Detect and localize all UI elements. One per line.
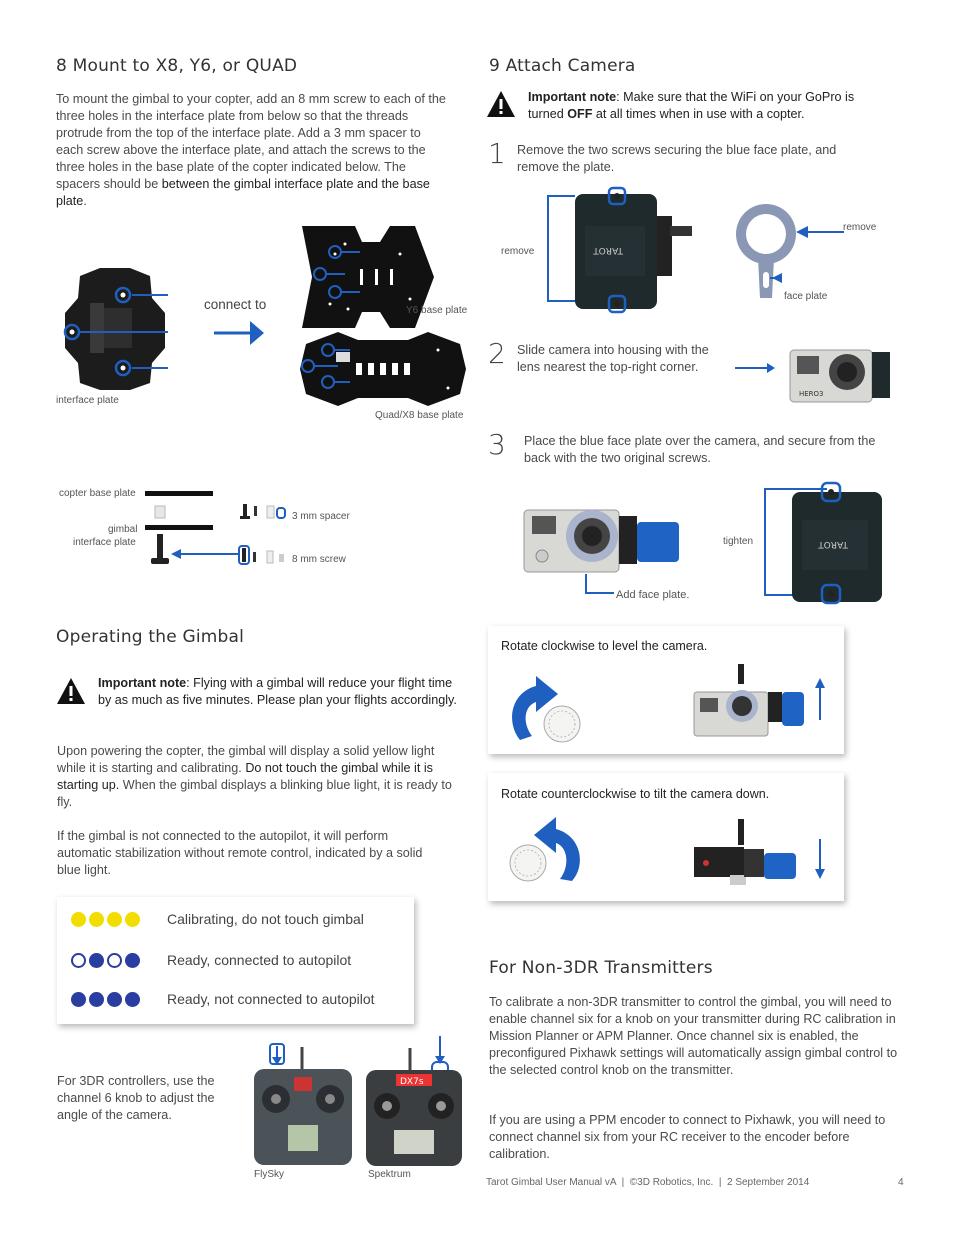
clockwise-arrow-icon xyxy=(512,676,581,743)
note-text2: at all times when in use with a copter. xyxy=(592,107,805,121)
flight-note-text: : Flying with a gimbal will reduce your … xyxy=(98,676,457,707)
blue-led-off-dot xyxy=(107,952,122,968)
step-3-number: 3 xyxy=(488,428,506,461)
flight-note-label: Important note xyxy=(98,676,187,690)
right-arrow-icon xyxy=(214,321,264,345)
quad-caption: Quad/X8 base plate xyxy=(375,410,464,421)
legend-dots-calibrating xyxy=(71,911,151,927)
camera-important-note: Important note: Make sure that the WiFi … xyxy=(528,89,878,123)
remove-left-label: remove xyxy=(501,246,535,257)
spektrum-controller-image: DX7s xyxy=(366,1036,462,1166)
camera-level-image xyxy=(693,664,825,737)
flysky-controller-image xyxy=(254,1043,352,1165)
legend-label-calibrating: Calibrating, do not touch gimbal xyxy=(167,911,364,927)
legend-dots-not-connected xyxy=(71,991,151,1007)
footer-text: Tarot Gimbal User Manual vA | ©3D Roboti… xyxy=(486,1177,810,1188)
camera-slide-image: HERO3 xyxy=(735,349,890,403)
page-number: 4 xyxy=(898,1177,904,1188)
step-1-text: Remove the two screws securing the blue … xyxy=(517,143,837,174)
legend-dots-connected xyxy=(71,952,151,968)
add-face-plate-label: Add face plate. xyxy=(616,589,690,601)
interface-plate-caption: interface plate xyxy=(56,395,119,406)
svg-text:HERO3: HERO3 xyxy=(799,390,824,398)
screw-label: 8 mm screw xyxy=(292,554,346,565)
rotate-clockwise-card: Rotate clockwise to level the camera. xyxy=(488,626,844,754)
rotate-counterclockwise-card: Rotate counterclockwise to tilt the came… xyxy=(488,773,844,901)
gimbal-label-line1: gimbal xyxy=(108,524,138,535)
section-9-title: 9 Attach Camera xyxy=(489,56,636,76)
rotate-counterclockwise-text: Rotate counterclockwise to tilt the came… xyxy=(501,787,770,801)
operating-p1-end: When the gimbal displays a blinking blue… xyxy=(57,778,452,809)
screw-stack-diagram xyxy=(145,491,286,565)
warning-icon-flight xyxy=(57,678,85,704)
legend-row-calibrating: Calibrating, do not touch gimbal xyxy=(71,911,364,927)
yellow-led-dot xyxy=(125,911,140,927)
yellow-led-dot xyxy=(107,911,122,927)
dx7s-label: DX7s xyxy=(400,1077,424,1087)
operating-title: Operating the Gimbal xyxy=(56,627,245,647)
blue-led-off-dot xyxy=(71,952,86,968)
yellow-led-dot xyxy=(89,911,104,927)
quad-base-plate-image xyxy=(300,332,466,406)
connect-to-label: connect to xyxy=(204,297,267,312)
non3dr-title: For Non-3DR Transmitters xyxy=(489,958,713,978)
legend-label-not-connected: Ready, not connected to autopilot xyxy=(167,991,375,1007)
legend-row-connected: Ready, connected to autopilot xyxy=(71,952,351,968)
interface-plate-image xyxy=(63,268,168,390)
step-3-text: Place the blue face plate over the camer… xyxy=(524,434,876,465)
operating-p1-emphasis: Do not touch the gimbal while it is star… xyxy=(57,761,433,792)
operating-paragraph-1: Upon powering the copter, the gimbal wil… xyxy=(57,743,452,811)
y6-caption: Y6 base plate xyxy=(406,305,468,316)
note-text1: : Make sure that the WiFi on your GoPro … xyxy=(528,90,855,121)
warning-icon xyxy=(487,91,515,117)
tighten-label: tighten xyxy=(723,536,754,547)
operating-paragraph-2: If the gimbal is not connected to the au… xyxy=(57,829,423,877)
note-label: Important note xyxy=(528,90,617,104)
spektrum-caption: Spektrum xyxy=(368,1169,411,1180)
section-8-title: 8 Mount to X8, Y6, or QUAD xyxy=(56,56,298,76)
gimbal-label-line2: interface plate xyxy=(73,537,136,548)
note-off: OFF xyxy=(567,107,593,121)
svg-text:TAROT: TAROT xyxy=(818,539,849,549)
blue-led-dot xyxy=(89,991,104,1007)
flysky-caption: FlySky xyxy=(254,1169,284,1180)
copter-base-plate-label: copter base plate xyxy=(59,488,136,499)
step-2-number: 2 xyxy=(488,337,506,370)
blue-led-dot xyxy=(71,991,86,1007)
controllers-text: For 3DR controllers, use the channel 6 k… xyxy=(57,1074,215,1122)
camera-tilt-down-image xyxy=(694,819,825,885)
y6-base-plate-image xyxy=(302,226,434,328)
rotate-clockwise-text: Rotate clockwise to level the camera. xyxy=(501,639,708,653)
face-plate-image xyxy=(736,204,844,298)
svg-text:TAROT: TAROT xyxy=(593,245,624,255)
legend-row-not-connected: Ready, not connected to autopilot xyxy=(71,991,375,1007)
blue-led-dot xyxy=(107,991,122,1007)
step-1-number: 1 xyxy=(488,137,506,170)
led-legend-card: Calibrating, do not touch gimbal Ready, … xyxy=(57,897,414,1024)
flight-time-note: Important note: Flying with a gimbal wil… xyxy=(98,675,463,709)
paragraph-end: . xyxy=(83,194,87,208)
paragraph-text: To mount the gimbal to your copter, add … xyxy=(56,92,446,191)
section-8-paragraph: To mount the gimbal to your copter, add … xyxy=(56,91,451,210)
gimbal-tighten-image: TAROT xyxy=(764,481,882,605)
counterclockwise-arrow-icon xyxy=(509,817,580,882)
face-plate-label: face plate xyxy=(784,291,828,302)
legend-label-connected: Ready, connected to autopilot xyxy=(167,952,352,968)
operating-p1-start: Upon powering the copter, the gimbal wil… xyxy=(57,744,435,775)
gimbal-back-image: TAROT xyxy=(547,186,692,314)
blue-led-dot xyxy=(125,952,140,968)
camera-with-face-plate-image xyxy=(523,509,679,594)
blue-led-dot xyxy=(125,991,140,1007)
spacer-label: 3 mm spacer xyxy=(292,511,350,522)
remove-right-label: remove xyxy=(843,222,877,233)
blue-led-dot xyxy=(89,952,104,968)
yellow-led-dot xyxy=(71,911,86,927)
step-2-text: Slide camera into housing with the lens … xyxy=(517,343,709,374)
non3dr-paragraph-2: If you are using a PPM encoder to connec… xyxy=(489,1113,886,1161)
non3dr-paragraph-1: To calibrate a non-3DR transmitter to co… xyxy=(489,995,898,1077)
paragraph-emphasis: between the gimbal interface plate and t… xyxy=(56,177,430,208)
